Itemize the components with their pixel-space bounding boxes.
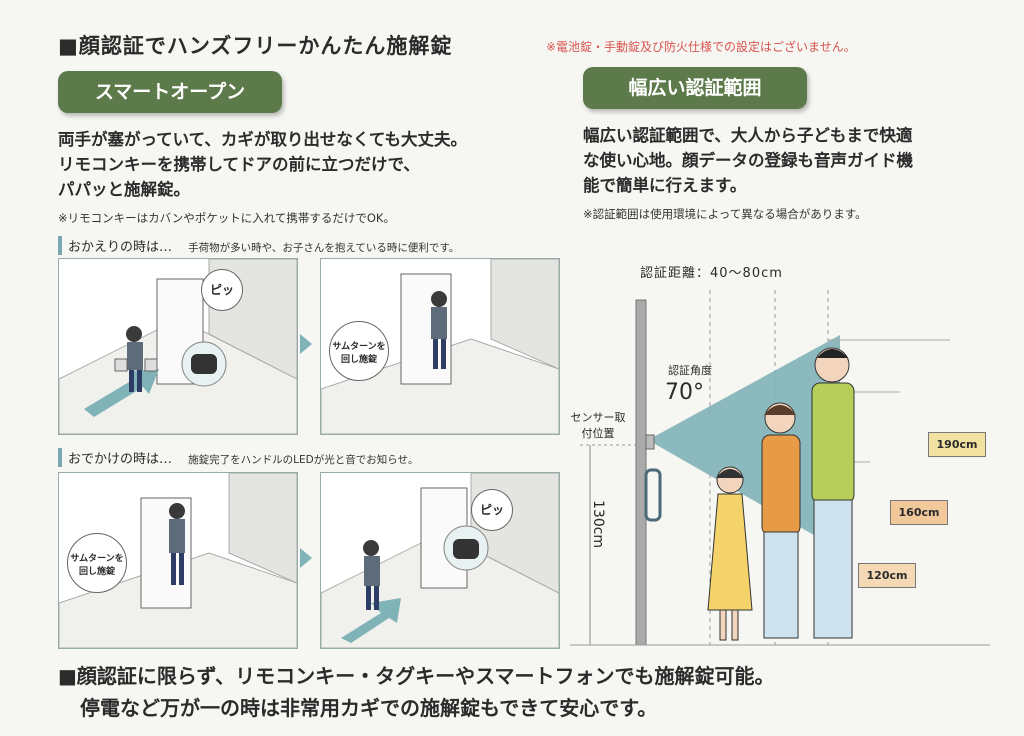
angle-label: 認証角度: [668, 364, 712, 377]
wide-range-line-1: 幅広い認証範囲で、大人から子どもまで快適: [583, 126, 913, 145]
height-badge-190: 190cm: [928, 432, 986, 457]
leave-section-label: おでかけの時は… 施錠完了をハンドルのLEDが光と音でお知らせ。: [58, 448, 419, 467]
return-illustration-2: サムターンを回し施錠: [320, 258, 560, 435]
smart-open-pill: スマートオープン: [58, 71, 282, 113]
range-diagram: [570, 290, 990, 646]
leave-scene-2-svg: [321, 473, 559, 648]
angle-value: 70°: [665, 380, 704, 405]
thumb-turn-bubble-2: サムターンを回し施錠: [67, 533, 127, 593]
beep-bubble: ピッ: [201, 269, 243, 311]
arrow-icon-2: [341, 598, 401, 643]
thumb-turn-bubble: サムターンを回し施錠: [329, 321, 389, 381]
return-scene-1-svg: [59, 259, 297, 434]
bottom-line-1: ■顔認証に限らず、リモコンキー・タグキーやスマートフォンでも施解錠可能。: [58, 664, 775, 688]
leave-sub: 施錠完了をハンドルのLEDが光と音でお知らせ。: [188, 454, 419, 466]
arrow-right-icon: [300, 334, 312, 354]
sensor-height: 130cm: [590, 500, 606, 549]
leave-scene-1-svg: [59, 473, 297, 648]
return-scene-2-svg: [321, 259, 559, 434]
beep-bubble-2: ピッ: [471, 489, 513, 531]
wide-range-line-3: 能で簡単に行えます。: [583, 176, 747, 195]
wide-range-pill: 幅広い認証範囲: [583, 67, 807, 109]
sensor-icon: [645, 434, 655, 450]
adult-woman: [761, 402, 801, 639]
child-girl: [707, 466, 753, 641]
return-label: おかえりの時は…: [68, 240, 173, 255]
sensor-label: センサー取付位置: [570, 411, 626, 440]
return-section-label: おかえりの時は… 手荷物が多い時や、お子さんを抱えている時に便利です。: [58, 236, 459, 255]
leave-illustration-2: ピッ: [320, 472, 560, 649]
arrow-right-icon-2: [300, 548, 312, 568]
smart-open-line-2: リモコンキーを携帯してドアの前に立つだけで、: [58, 155, 420, 174]
leave-label: おでかけの時は…: [68, 452, 173, 467]
smart-open-line-3: パパッと施解錠。: [58, 180, 190, 199]
height-badge-160: 160cm: [890, 500, 948, 525]
wide-range-line-2: な使い心地。顔データの登録も音声ガイド機: [583, 151, 913, 170]
wide-range-body: 幅広い認証範囲で、大人から子どもまで快適 な使い心地。顔データの登録も音声ガイド…: [583, 123, 1003, 198]
auth-distance: 認証距離：40〜80cm: [640, 266, 783, 281]
bottom-line-2: 停電など万が一の時は非常用カギでの施解錠もできて安心です。: [80, 696, 658, 720]
remote-key-icon-2: [453, 539, 479, 559]
return-sub: 手荷物が多い時や、お子さんを抱えている時に便利です。: [188, 242, 460, 254]
header-note: ※電池錠・手動錠及び防火仕様での設定はございません。: [546, 40, 856, 54]
smart-open-body: 両手が塞がっていて、カギが取り出せなくても大丈夫。 リモコンキーを携帯してドアの…: [58, 127, 558, 202]
leave-illustration-1: サムターンを回し施錠: [58, 472, 298, 649]
return-illustration-1: ピッ: [58, 258, 298, 435]
remote-key-icon: [191, 354, 217, 374]
adult-man: [811, 347, 855, 639]
page-title: ■顔認証でハンズフリーかんたん施解錠: [58, 34, 453, 58]
wide-range-footnote: ※認証範囲は使用環境によって異なる場合があります。: [583, 207, 867, 221]
smart-open-footnote: ※リモコンキーはカバンやポケットに入れて携帯するだけでOK。: [58, 211, 395, 225]
height-badge-120: 120cm: [858, 563, 916, 588]
smart-open-line-1: 両手が塞がっていて、カギが取り出せなくても大丈夫。: [58, 130, 468, 149]
